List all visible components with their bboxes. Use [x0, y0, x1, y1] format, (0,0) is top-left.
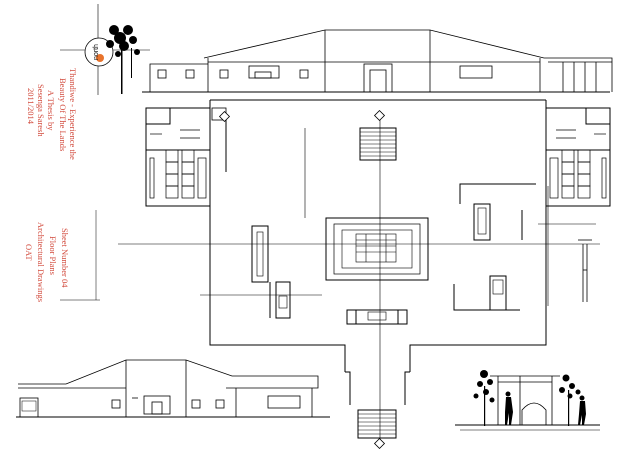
section-post: [578, 239, 592, 302]
tree-icon: [473, 370, 581, 426]
section-detail: [455, 375, 600, 431]
floor-plan: [145, 99, 611, 439]
tree-icon: [106, 25, 140, 94]
section-lines: [118, 120, 600, 440]
elevation-top: [142, 29, 613, 93]
elevation-bottom: [16, 359, 330, 418]
person-icon: [505, 391, 586, 425]
north-arrow-icon: [84, 37, 114, 67]
section-marker-icon: [218, 109, 386, 450]
